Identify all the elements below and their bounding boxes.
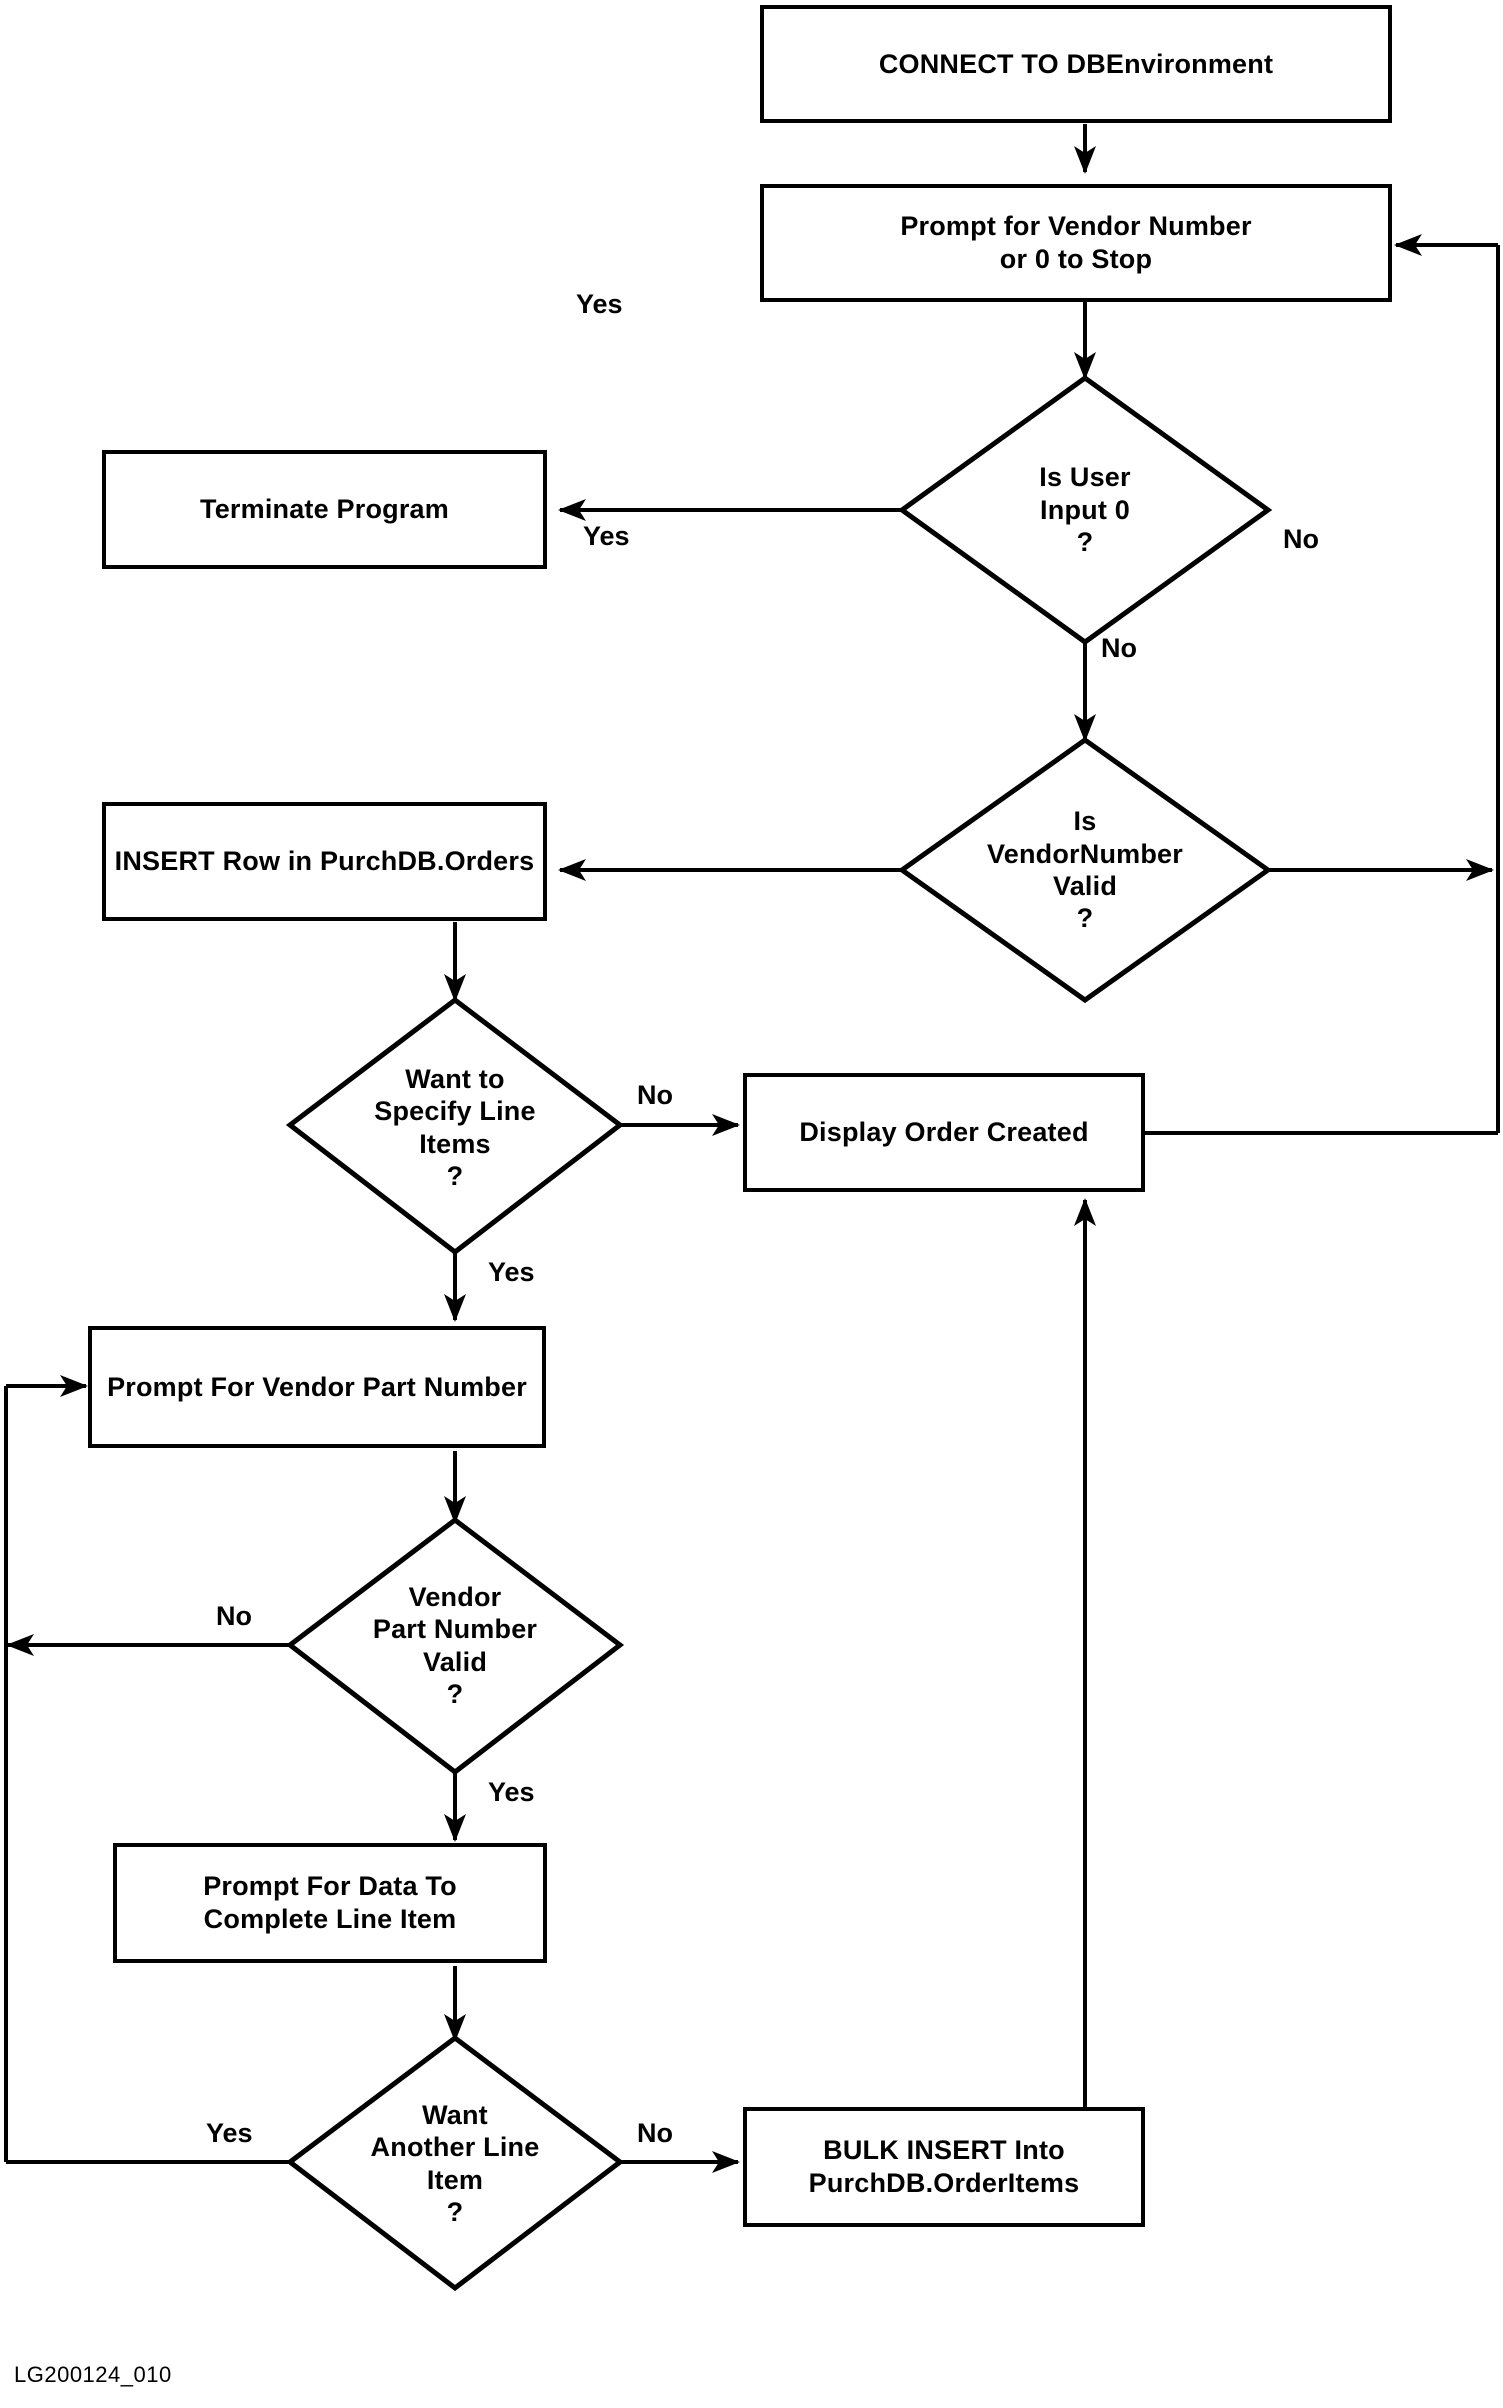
node-label: Terminate Program — [200, 494, 449, 525]
node-want-to-specify-line-items[interactable]: Want to Specify Line Items ? — [305, 1030, 605, 1225]
edge-label-vendor-valid-no: No — [1283, 524, 1319, 554]
edge-label-want-another-no: No — [637, 2118, 673, 2148]
node-terminate-program[interactable]: Terminate Program — [102, 450, 547, 569]
diamond-part-valid — [285, 1516, 625, 1776]
node-insert-row-purchdb-orders[interactable]: INSERT Row in PurchDB.Orders — [102, 802, 547, 921]
edge-label-want-another-yes: Yes — [206, 2118, 253, 2148]
node-label: INSERT Row in PurchDB.Orders — [114, 846, 535, 877]
node-label: Prompt For Vendor Part Number — [107, 1371, 527, 1402]
node-is-user-input-zero[interactable]: Is User Input 0 ? — [945, 420, 1225, 600]
edge-label-input-zero-no: No — [1101, 633, 1137, 663]
edge-label-input-zero-yes: Yes — [576, 289, 623, 319]
node-label: CONNECT TO DBEnvironment — [878, 48, 1274, 79]
node-vendor-part-number-valid[interactable]: Vendor Part Number Valid ? — [300, 1548, 610, 1743]
node-label: Is User Input 0 ? — [1039, 462, 1131, 558]
node-label: Is VendorNumber Valid ? — [987, 806, 1183, 934]
node-is-vendornumber-valid[interactable]: Is VendorNumber Valid ? — [925, 770, 1245, 970]
node-prompt-for-data-complete-line-item[interactable]: Prompt For Data To Complete Line Item — [113, 1843, 547, 1963]
node-label: Want to Specify Line Items ? — [374, 1063, 536, 1191]
diamond-want-lines — [285, 996, 625, 1256]
edge-label-want-lines-no: No — [637, 1080, 673, 1110]
node-prompt-for-vendor-number[interactable]: Prompt for Vendor Number or 0 to Stop — [760, 184, 1392, 302]
edge-label-want-lines-yes: Yes — [488, 1257, 535, 1287]
figure-caption: LG200124_010 — [14, 2362, 172, 2387]
diamond-vendor-valid — [897, 736, 1273, 1004]
node-label: Prompt for Vendor Number or 0 to Stop — [900, 211, 1252, 274]
edge-label-vendor-valid-yes: Yes — [583, 521, 630, 551]
node-bulk-insert-purchdb-orderitems[interactable]: BULK INSERT Into PurchDB.OrderItems — [743, 2107, 1145, 2227]
node-prompt-for-vendor-part-number[interactable]: Prompt For Vendor Part Number — [88, 1326, 546, 1448]
node-label: BULK INSERT Into PurchDB.OrderItems — [808, 2135, 1080, 2198]
node-want-another-line-item[interactable]: Want Another Line Item ? — [300, 2066, 610, 2261]
edge-label-part-valid-no: No — [216, 1601, 252, 1631]
node-label: Prompt For Data To Complete Line Item — [203, 1871, 457, 1934]
node-label: Vendor Part Number Valid ? — [372, 1581, 538, 1709]
node-display-order-created[interactable]: Display Order Created — [743, 1073, 1145, 1192]
node-label: Want Another Line Item ? — [370, 2099, 540, 2227]
edge-label-part-valid-yes: Yes — [488, 1777, 535, 1807]
node-label: Display Order Created — [799, 1117, 1089, 1148]
diamond-is-input-zero — [897, 374, 1273, 646]
node-connect-to-dbenvironment[interactable]: CONNECT TO DBEnvironment — [760, 5, 1392, 123]
diamond-want-another — [285, 2034, 625, 2292]
